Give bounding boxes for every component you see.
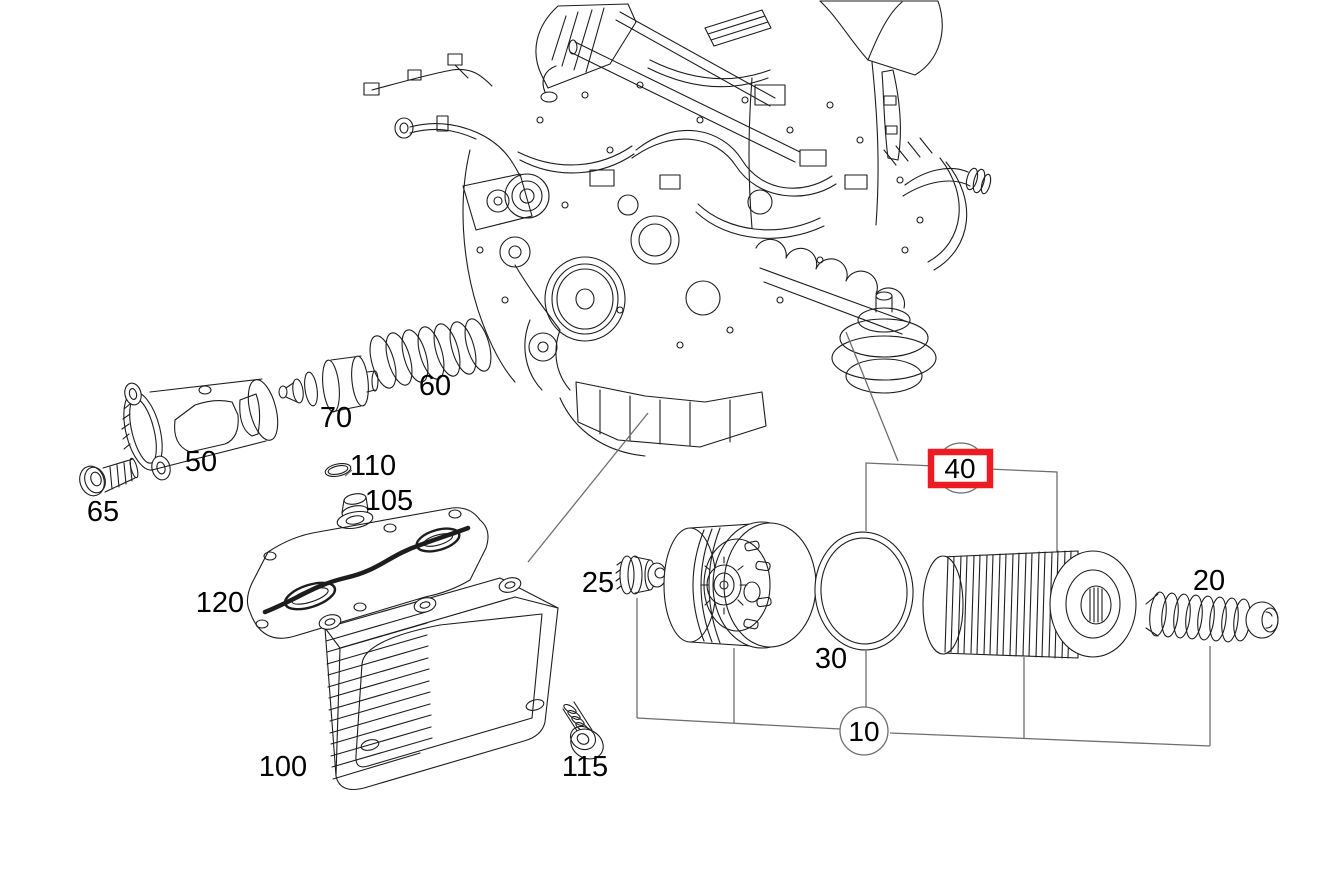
part-gasket-plate-120 <box>246 507 489 639</box>
part-screw-plug-25 <box>615 555 667 595</box>
part-oring-30 <box>814 531 914 651</box>
callout-label-10[interactable]: 10 <box>848 716 879 747</box>
part-bypass-valve-20 <box>1145 591 1279 643</box>
callout-label-100[interactable]: 100 <box>259 751 307 783</box>
part-oring-110 <box>324 462 353 478</box>
callout-label-120[interactable]: 120 <box>196 587 244 619</box>
callout-label-60[interactable]: 60 <box>419 370 451 402</box>
callout-label-70[interactable]: 70 <box>320 402 352 434</box>
part-oil-filter-element-40 <box>922 550 1137 659</box>
callout-label-50[interactable]: 50 <box>185 446 217 478</box>
callout-10[interactable]: 10 <box>839 706 889 756</box>
callout-lines <box>636 462 1211 747</box>
callout-label-25[interactable]: 25 <box>582 567 614 599</box>
leader-lines <box>527 331 899 563</box>
callout-labels: 65 50 70 60 110 105 120 100 115 25 30 20 <box>87 370 1225 783</box>
part-control-valve-70 <box>278 355 379 413</box>
callout-label-115[interactable]: 115 <box>562 751 608 783</box>
highlight-box <box>927 448 994 489</box>
part-valve-housing-50 <box>121 378 279 481</box>
callout-label-65[interactable]: 65 <box>87 496 119 528</box>
callout-label-110[interactable]: 110 <box>350 450 396 482</box>
part-bolt-115 <box>562 701 604 760</box>
callout-label-105[interactable]: 105 <box>365 485 413 517</box>
part-bolt-65 <box>79 457 139 497</box>
callout-label-20[interactable]: 20 <box>1193 565 1225 597</box>
callout-label-30[interactable]: 30 <box>815 643 847 675</box>
engine-assembly-drawing <box>363 0 992 457</box>
part-oil-cooler-100 <box>318 577 559 791</box>
part-spring-60 <box>369 318 492 389</box>
part-filter-cap <box>663 521 817 649</box>
callout-label-40[interactable]: 40 <box>944 453 975 484</box>
callout-40-highlighted[interactable]: 40 <box>927 442 994 494</box>
